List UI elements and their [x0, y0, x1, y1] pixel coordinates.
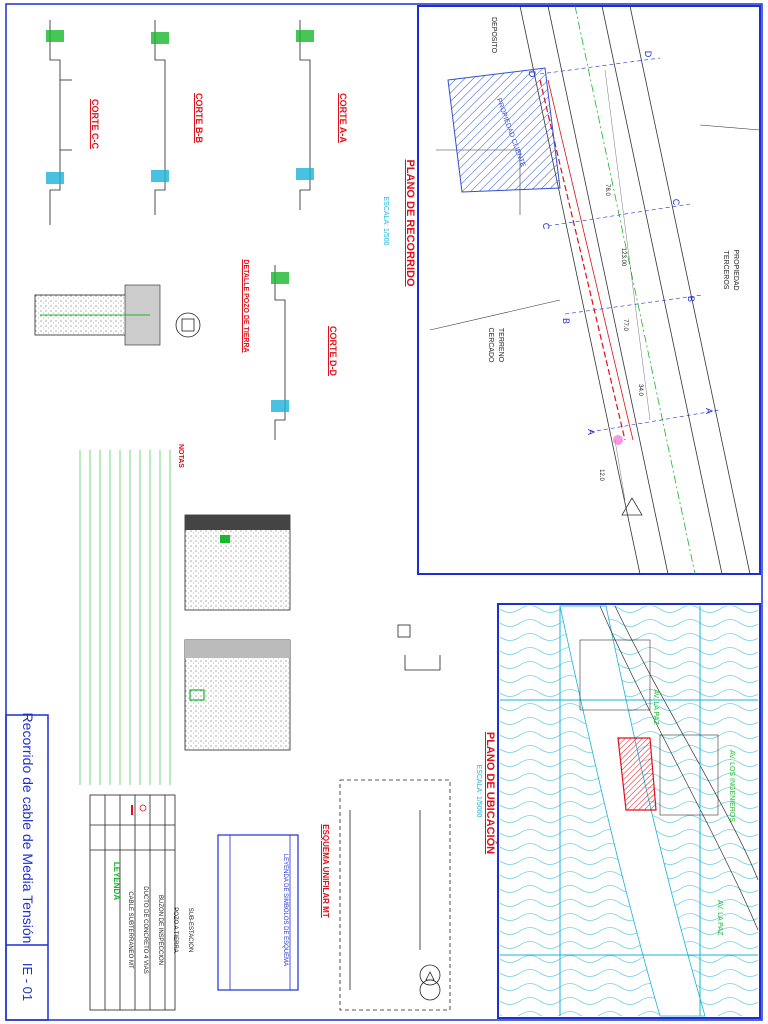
- plano-recorrido-title: PLANO DE RECORRIDO: [404, 159, 416, 287]
- dim-77: 77.0: [622, 319, 628, 331]
- detalle-pozo-title: DETALLE POZO DE TIERRA: [242, 259, 249, 353]
- legend-symbols-title: LEYENDA DE SIMBOLOS DE ESQUEMA: [282, 853, 288, 967]
- sheet-code: IE - 01: [20, 962, 35, 1002]
- leyenda-row-5: SUB-ESTACION: [187, 907, 193, 953]
- pozo-tierra-detail: [34, 284, 201, 346]
- plano-ubicacion-scale: ESCALA: 1/5000: [475, 764, 482, 818]
- section-mark-c-left: C: [541, 222, 551, 230]
- corte-dd-title: CORTE D-D: [328, 326, 338, 376]
- section-mark-d-left: D: [527, 70, 537, 78]
- plano-recorrido-scale: ESCALA: 1/500: [382, 196, 389, 246]
- dim-123: 123.00: [620, 247, 626, 267]
- label-deposito: DEPOSITO: [490, 16, 497, 54]
- notas-block: [79, 450, 171, 785]
- corte-aa-title: CORTE A-A: [338, 93, 348, 143]
- section-mark-d-right: D: [643, 50, 653, 58]
- svg-text:AV. LA PAZ: AV. LA PAZ: [716, 900, 723, 936]
- dim-78: 78.0: [604, 184, 610, 196]
- leyenda-table: [89, 794, 176, 1011]
- dim-34: 34.0: [637, 384, 643, 396]
- section-mark-b-right: B: [686, 295, 696, 302]
- road-label: AV. LA PAZ: [652, 689, 659, 725]
- corte-bb-title: CORTE B-B: [194, 93, 204, 143]
- notas-title: NOTAS: [177, 444, 184, 468]
- leyenda-row-2: DUCTO DE CONCRETO 4 VIAS: [142, 886, 148, 974]
- section-mark-a-left: A: [586, 428, 596, 435]
- cortes-group: [46, 20, 314, 440]
- sheet-title: Recorrido de cable de Media Tensión: [20, 712, 36, 944]
- site-location-marker: [617, 737, 657, 811]
- section-mark-c-right: C: [671, 198, 681, 206]
- label-terreno-cercado: TERRENO CERCADO: [487, 327, 504, 363]
- esquema-unifilar: [217, 779, 451, 1011]
- leyenda-row-3: BUZON DE INSPECCION: [157, 894, 163, 965]
- ducto-details: [184, 514, 441, 751]
- plano-recorrido-frame: [417, 5, 761, 575]
- plano-ubicacion-frame: AV. LOS INGENIEROS AV. LA PAZ: [497, 603, 761, 1019]
- title-block: [5, 714, 49, 1021]
- sheet-border: [5, 3, 763, 1021]
- propiedad-cliente-area: [447, 67, 561, 193]
- svg-text:AV. LOS INGENIEROS: AV. LOS INGENIEROS: [728, 750, 735, 822]
- label-propiedad-terceros: PROPIEDAD TERCEROS: [722, 249, 739, 291]
- section-mark-b-left: B: [561, 317, 571, 324]
- section-mark-a-right: A: [704, 407, 714, 414]
- plano-ubicacion-title: PLANO DE UBICACIÓN: [484, 731, 496, 855]
- dim-12: 12.0: [598, 469, 604, 481]
- corte-cc-title: CORTE C-C: [90, 99, 100, 149]
- leyenda-title: LEYENDA: [112, 861, 121, 901]
- leyenda-row-1: CABLE SUBTERRANEO MT: [127, 891, 133, 969]
- leyenda-row-4: POZO A TIERRA: [172, 907, 178, 953]
- esquema-unifilar-title: ESQUEMA UNIFILAR MT: [321, 824, 330, 918]
